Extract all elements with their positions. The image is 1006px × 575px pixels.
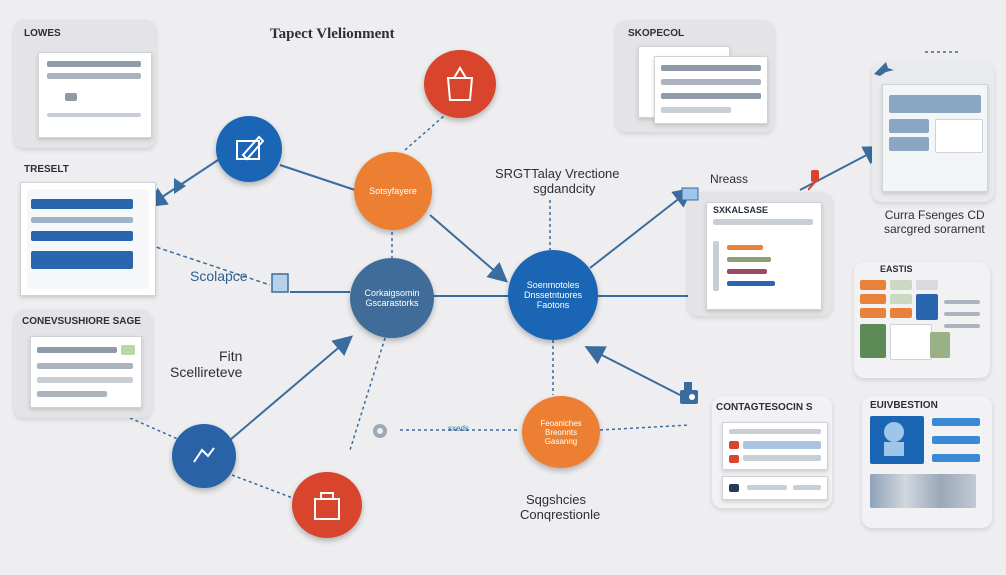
robot-icon [872,416,916,460]
node-orange-bottom-line1: Feoaniches [540,418,582,428]
card-left-bottom: CONEVSUSHIORE SAGE [14,310,152,418]
node-blue-center-line2: Dnssetntuores [523,290,583,300]
bag-icon [446,66,474,101]
center-note: SRGTTalay Vrectione sgdandcity [495,166,620,196]
center-note-line1: SRGTTalay Vrectione [495,166,620,181]
card-right-c: CONTAGTESOCIN S [712,396,832,508]
node-orange-bottom-line3: Gasanng [544,436,578,446]
link-dark-down [349,337,386,451]
node-red-bottom[interactable] [292,472,362,538]
node-orange-bottom-line2: Breonnts [544,427,578,437]
node-dark-center-line2: Gscarastorks [365,298,419,308]
bird-icon [872,60,896,78]
hand-icon [193,447,215,463]
link-blueicon-to-dark [229,335,354,441]
card-left-mid-title: TRESELT [24,164,69,175]
card-top-center-right: SKOPECOL [616,20,774,132]
bottom-note-line2: Conqrestionle [520,507,601,522]
shopping-bag-icon [314,492,340,520]
bottom-note-line1: Sqgshcies [526,492,586,507]
link-icon-to-orange [279,164,356,191]
node-dark-center[interactable]: Corkaigsomin Gscarastorks [350,258,434,338]
card-top-center-right-title: SKOPECOL [628,28,685,39]
card-right-c-doc2 [722,476,828,500]
left-note-2: Fitn Scellireteve [170,348,242,380]
card-right-mid-title: SXKALSASE [713,205,769,215]
link-orange-to-blue [429,214,509,283]
card-right-c-title: CONTAGTESOCIN S [716,402,813,413]
link-orange-card [599,424,691,431]
node-orange-top-label: Sotsyfayere [369,186,417,196]
tag-icon-bottom [678,380,700,408]
node-blue-center-line1: Soenmotoles [526,280,580,290]
right-note-1: Nreass [710,172,749,186]
node-blue-center-line3: Faotons [536,300,570,310]
link-card-to-blueicon [129,417,181,441]
node-blue-bottom-left[interactable] [172,424,236,488]
small-tag-icon [678,182,702,206]
card-right-d-title: EUIVBESTION [870,400,938,411]
card-top-center-right-doc [654,56,768,124]
arrow-flag-icon [170,176,190,198]
node-blue-top-left[interactable] [216,116,282,182]
screen-doc [882,84,988,192]
link-orange-red [404,114,446,151]
left-note-2-line2: Scellireteve [170,364,243,380]
card-left-mid-doc [20,182,156,296]
card-right-mid-doc: SXKALSASE [706,202,822,310]
node-dark-center-line1: Corkaigsomin [364,288,420,298]
card-right-d: EUIVBESTION [862,396,992,528]
right-note-2: Curra Fsenges CD sarcgred sorarnent [884,208,985,236]
node-blue-center[interactable]: Soenmotoles Dnssetntuores Faotons [508,250,598,340]
left-note-2-line1: Fitn [219,348,243,364]
card-right-mid: SXKALSASE [688,192,832,316]
red-marker-icon [807,168,822,192]
right-note-2-line2: sarcgred sorarnent [884,222,985,236]
left-note: Scolapce [190,268,248,284]
pencil-icon [236,135,265,161]
right-note-2-line1: Curra Fsenges CD [884,208,985,222]
node-orange-bottom[interactable]: Feoaniches Breonnts Gasanng [522,396,600,468]
card-top-right-screen [872,62,994,202]
card-right-b-title: EASTIS [880,264,913,274]
link-to-blue-bottom [584,346,681,396]
card-top-left-doc [38,52,152,138]
card-left-bottom-doc [30,336,142,408]
center-note-line2: sgdandcity [533,181,596,196]
node-orange-top[interactable]: Sotsyfayere [354,152,432,230]
dotted-label: sxeds [448,424,469,433]
diagram-title: Tapect Vlelionment [270,26,395,42]
link-blue-to-doc-top [589,187,694,269]
link-blueicon-to-red [231,474,299,501]
card-right-c-doc [722,422,828,470]
card-right-b: EASTIS [854,262,990,378]
link-icon-to-card [146,159,219,208]
gear-icon [368,420,392,442]
card-top-left: LOWES [14,20,156,148]
card-left-bottom-title: CONEVSUSHIORE SAGE [22,316,141,327]
flag-icon [268,270,292,296]
bottom-note: Sqgshcies Conqrestionle [520,492,600,522]
node-red-top[interactable] [424,50,496,118]
card-top-left-title: LOWES [24,28,61,39]
link-card-to-flag [149,244,271,286]
